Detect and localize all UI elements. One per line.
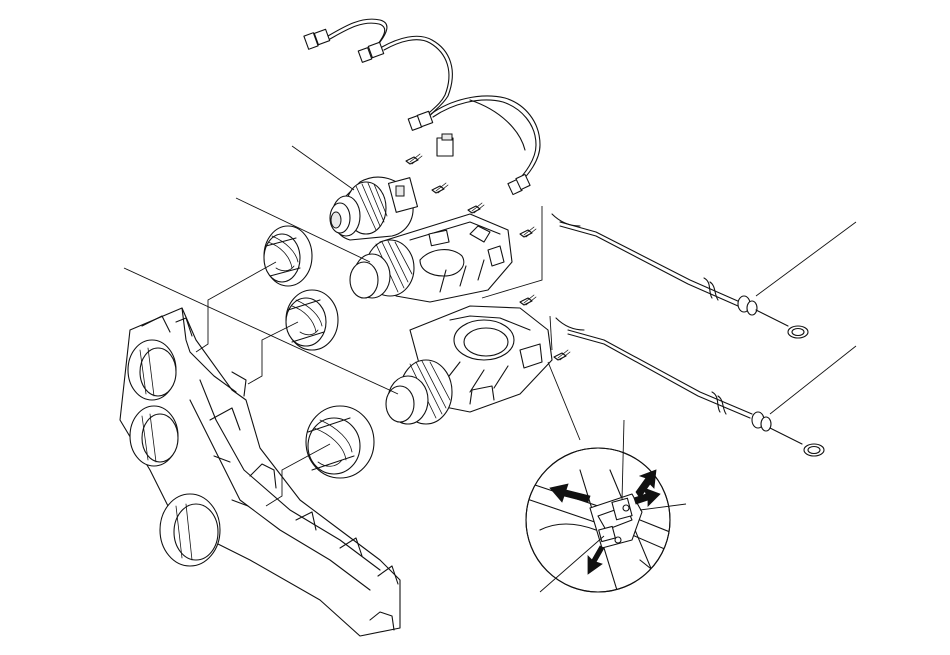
arrow-down-left: [587, 545, 605, 575]
wire-harness: [303, 18, 541, 196]
screw-3: [467, 202, 485, 214]
upper-control-housing: [349, 213, 513, 303]
vent-top: [127, 339, 177, 401]
leader-lower-knob: [123, 267, 399, 395]
detail-leader-top: [621, 419, 625, 501]
bracket-line-upper: [481, 206, 543, 299]
top-motor-assembly: [329, 176, 419, 241]
cable-lower: [555, 317, 825, 457]
connector-4: [436, 133, 454, 157]
screw-1: [405, 153, 423, 165]
arrow-left: [549, 483, 591, 503]
screw-5: [519, 294, 537, 306]
leader-top-motor: [291, 145, 355, 191]
lower-control-housing: [385, 305, 553, 425]
arrow-right-down: [633, 487, 661, 507]
leader-upper-knob: [235, 197, 371, 263]
screws: [405, 153, 571, 361]
cable-upper: [551, 213, 809, 339]
detail-view: [525, 419, 687, 593]
middle-bezel-ring: [285, 289, 339, 351]
vent-bottom: [159, 493, 221, 567]
bracket-line-lower: [549, 315, 553, 351]
detail-leader-bottom: [539, 535, 605, 593]
screw-4: [519, 226, 537, 238]
control-panel-frame: [119, 307, 401, 637]
leader-detail-view: [547, 361, 581, 441]
leader-upper-bezel: [195, 261, 277, 353]
leader-cable-upper: [755, 221, 857, 297]
connector-5: [507, 173, 531, 196]
connector-3: [407, 110, 434, 131]
connector-1: [303, 28, 331, 50]
lower-bezel-ring: [305, 405, 375, 479]
vent-middle: [129, 405, 179, 467]
screw-6: [553, 349, 571, 361]
detail-leader-right: [639, 503, 687, 511]
screw-2: [431, 182, 449, 194]
leader-middle-bezel: [247, 321, 299, 385]
leader-lines: [123, 145, 857, 507]
upper-bezel-ring: [263, 225, 313, 287]
connector-2: [357, 41, 385, 63]
leader-lower-bezel: [265, 443, 331, 507]
leader-cable-lower: [769, 345, 857, 415]
